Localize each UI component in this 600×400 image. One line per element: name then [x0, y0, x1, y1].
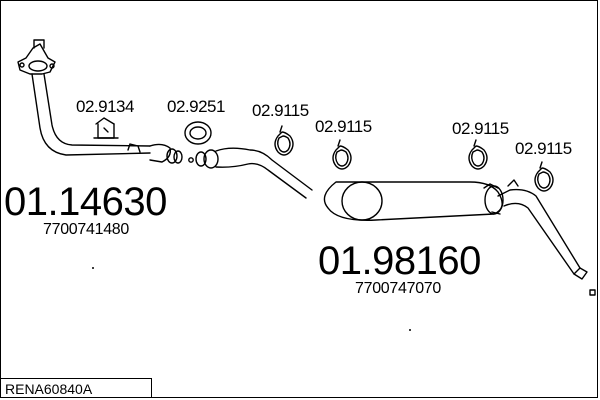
oem-number-front: 7700741480: [43, 221, 129, 238]
dot-marker: [92, 267, 94, 269]
pipe-end-ring: [173, 150, 183, 164]
front-pipe: [17, 39, 183, 164]
part-label-hanger: 02.9115: [252, 101, 309, 120]
tail-pipe-bend-upper: [497, 188, 581, 269]
dot-marker: [409, 329, 411, 331]
silencer: [323, 181, 504, 221]
hanger-icon: [468, 139, 488, 170]
mid-pipe-outline-upper: [215, 147, 313, 191]
tail-pipe: [497, 179, 596, 296]
mid-pipe: [195, 147, 313, 199]
part-label-hanger: 02.9115: [315, 117, 372, 136]
flange-port: [28, 60, 48, 72]
silencer-front-cap: [341, 181, 383, 221]
reference-label: RENA60840A: [5, 381, 93, 397]
silencer-bracket: [483, 183, 499, 189]
gasket-ring-icon: [184, 121, 212, 145]
part-label-hanger: 02.9115: [452, 119, 509, 138]
tail-tip-marker: [589, 289, 596, 296]
pipe-outline-upper: [31, 73, 151, 156]
tail-hook: [507, 179, 519, 187]
flange: [17, 43, 56, 75]
assembly-number-rear: 01.98160: [318, 239, 481, 283]
flange-stub: [33, 39, 45, 49]
mid-pipe-inlet-ring: [203, 149, 219, 169]
rubber-mount-icon: [93, 117, 119, 139]
silencer-body: [323, 181, 503, 221]
part-label-hanger: 02.9115: [515, 139, 572, 158]
pipe-end: [149, 143, 172, 163]
hanger-icon: [332, 139, 352, 170]
tail-pipe-bend-lower: [503, 202, 575, 275]
oem-number-rear: 7700747070: [355, 280, 441, 297]
pipe-outline-lower: [43, 73, 151, 147]
joint-clamp-icon: [188, 157, 194, 163]
part-label-rubber-mount: 02.9134: [76, 97, 134, 116]
mid-pipe-inlet: [195, 151, 207, 167]
assembly-number-front: 01.14630: [4, 180, 167, 224]
reference-box: RENA60840A: [0, 378, 152, 398]
pipe-bracket: [127, 143, 141, 153]
pipe-end-cap: [166, 148, 178, 164]
flange-bolt: [49, 63, 55, 69]
tail-pipe-outlet: [573, 267, 588, 280]
silencer-rear-cap: [484, 185, 504, 215]
hanger-icon: [534, 161, 554, 192]
mid-pipe-outline-lower: [215, 162, 307, 199]
flange-bolt: [19, 62, 25, 68]
silencer-bracket: [491, 211, 501, 215]
hanger-icon: [274, 125, 294, 156]
part-label-gasket: 02.9251: [167, 97, 225, 116]
